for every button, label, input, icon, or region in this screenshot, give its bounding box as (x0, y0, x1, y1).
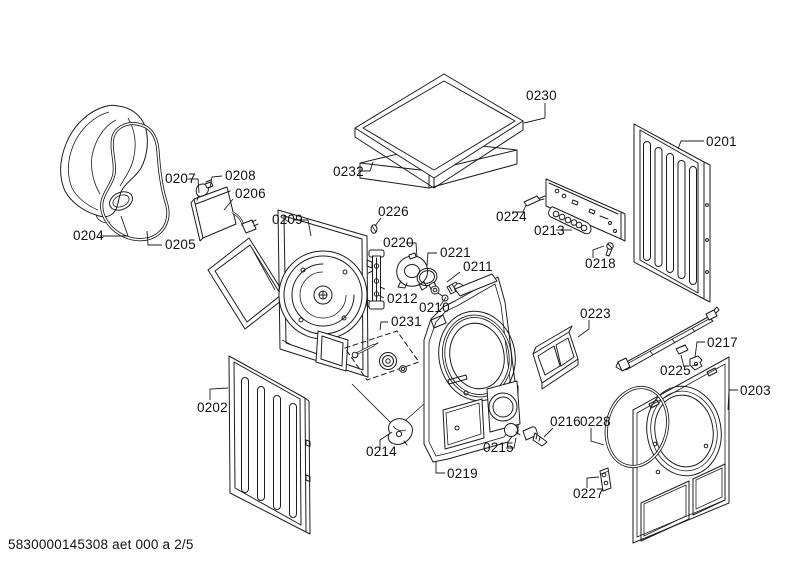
leader-line (209, 175, 223, 189)
part-label-0226: 0226 (378, 204, 409, 219)
leader-line (694, 341, 705, 358)
part-label-0213: 0213 (534, 223, 565, 238)
part-0231-bearing-kit (344, 330, 420, 381)
footer-text: 5830000145308 aet 000 a 2/5 (8, 537, 194, 552)
leader-line (209, 387, 229, 400)
part-label-0220: 0220 (383, 235, 414, 250)
part-label-0228: 0228 (580, 414, 611, 429)
leader-line (592, 245, 605, 258)
part-0203-front-panel (632, 356, 730, 544)
part-label-0202: 0202 (197, 400, 228, 415)
leader-line (379, 431, 393, 450)
part-0208-clip (204, 179, 214, 189)
part-cover-plate (207, 237, 287, 330)
leader-line (294, 219, 312, 237)
leader-line (512, 204, 527, 213)
part-cross-rail (615, 306, 720, 372)
part-0223-lint-filter (532, 325, 579, 390)
part-0202-side-panel (228, 355, 311, 535)
part-label-0216: 0216 (550, 414, 581, 429)
part-0226-clip (370, 224, 378, 234)
part-0224-pin (523, 195, 546, 207)
leader-line (188, 178, 200, 194)
leader-line (377, 294, 385, 299)
part-0206-power-module (190, 186, 259, 242)
leader-line (586, 476, 600, 488)
part-label-0232: 0232 (333, 164, 364, 179)
part-label-0214: 0214 (366, 444, 397, 459)
part-0227-bracket (599, 467, 612, 492)
part-0205-seal (100, 121, 170, 242)
part-label-0210: 0210 (419, 300, 450, 315)
part-label-0212: 0212 (387, 291, 418, 306)
leader-line (146, 230, 162, 246)
part-label-0225: 0225 (660, 363, 691, 378)
part-0213-control-module (545, 178, 626, 242)
leader-line (506, 437, 517, 449)
part-0215-roller (504, 423, 521, 437)
part-label-0207: 0207 (165, 171, 196, 186)
part-label-0219: 0219 (447, 466, 478, 481)
leader-line (379, 321, 388, 331)
leader-line (727, 389, 738, 411)
part-label-0211: 0211 (463, 259, 493, 274)
part-0209-rear-bulkhead (277, 209, 373, 378)
leader-line (590, 428, 605, 446)
part-label-0205: 0205 (165, 237, 196, 252)
part-0212-hinge-strip (368, 249, 385, 310)
leader-line (435, 461, 445, 474)
part-label-0203: 0203 (740, 383, 771, 398)
part-label-0231: 0231 (391, 314, 422, 329)
leader-line (439, 296, 447, 307)
part-0216-latch (522, 426, 548, 447)
part-label-0217: 0217 (707, 335, 738, 350)
part-label-0218: 0218 (585, 256, 616, 271)
leader-line (543, 427, 554, 438)
leader-lines (100, 103, 738, 488)
part-label-0227: 0227 (573, 486, 604, 501)
part-0219-front-bulkhead (423, 273, 521, 463)
leader-line (426, 252, 437, 267)
part-label-0230: 0230 (526, 88, 557, 103)
callout-labels: 0201 0202 0203 0204 0205 0206 0207 0208 0209 0210… (73, 88, 771, 501)
part-label-0209: 0209 (272, 212, 303, 227)
part-label-0215: 0215 (483, 440, 514, 455)
part-0218-screw (605, 242, 614, 257)
leader-line (680, 354, 685, 368)
leader-line (374, 217, 382, 227)
part-0201-rear-panel (633, 123, 711, 303)
leader-line (523, 103, 546, 124)
part-0230-top-panel (354, 73, 524, 189)
part-0217-bracket (689, 355, 703, 371)
part-0204-duct-cover (60, 104, 148, 223)
part-label-0204: 0204 (73, 228, 104, 243)
leader-line (577, 320, 590, 338)
assembly-alignment-lines (351, 383, 425, 428)
part-label-0206: 0206 (235, 186, 266, 201)
part-label-0224: 0224 (496, 209, 527, 224)
leader-line (406, 242, 418, 258)
part-label-0221: 0221 (440, 245, 471, 260)
leader-line (223, 198, 234, 211)
part-0228-door-seal (604, 385, 670, 469)
leader-line (358, 161, 374, 172)
part-label-0223: 0223 (580, 306, 611, 321)
part-label-0208: 0208 (225, 168, 256, 183)
leader-line (100, 215, 129, 237)
part-0214-bracket (387, 418, 413, 446)
leader-line (677, 140, 704, 150)
leader-line (446, 271, 461, 283)
part-0225-clip (675, 344, 689, 355)
part-label-0201: 0201 (706, 134, 737, 149)
